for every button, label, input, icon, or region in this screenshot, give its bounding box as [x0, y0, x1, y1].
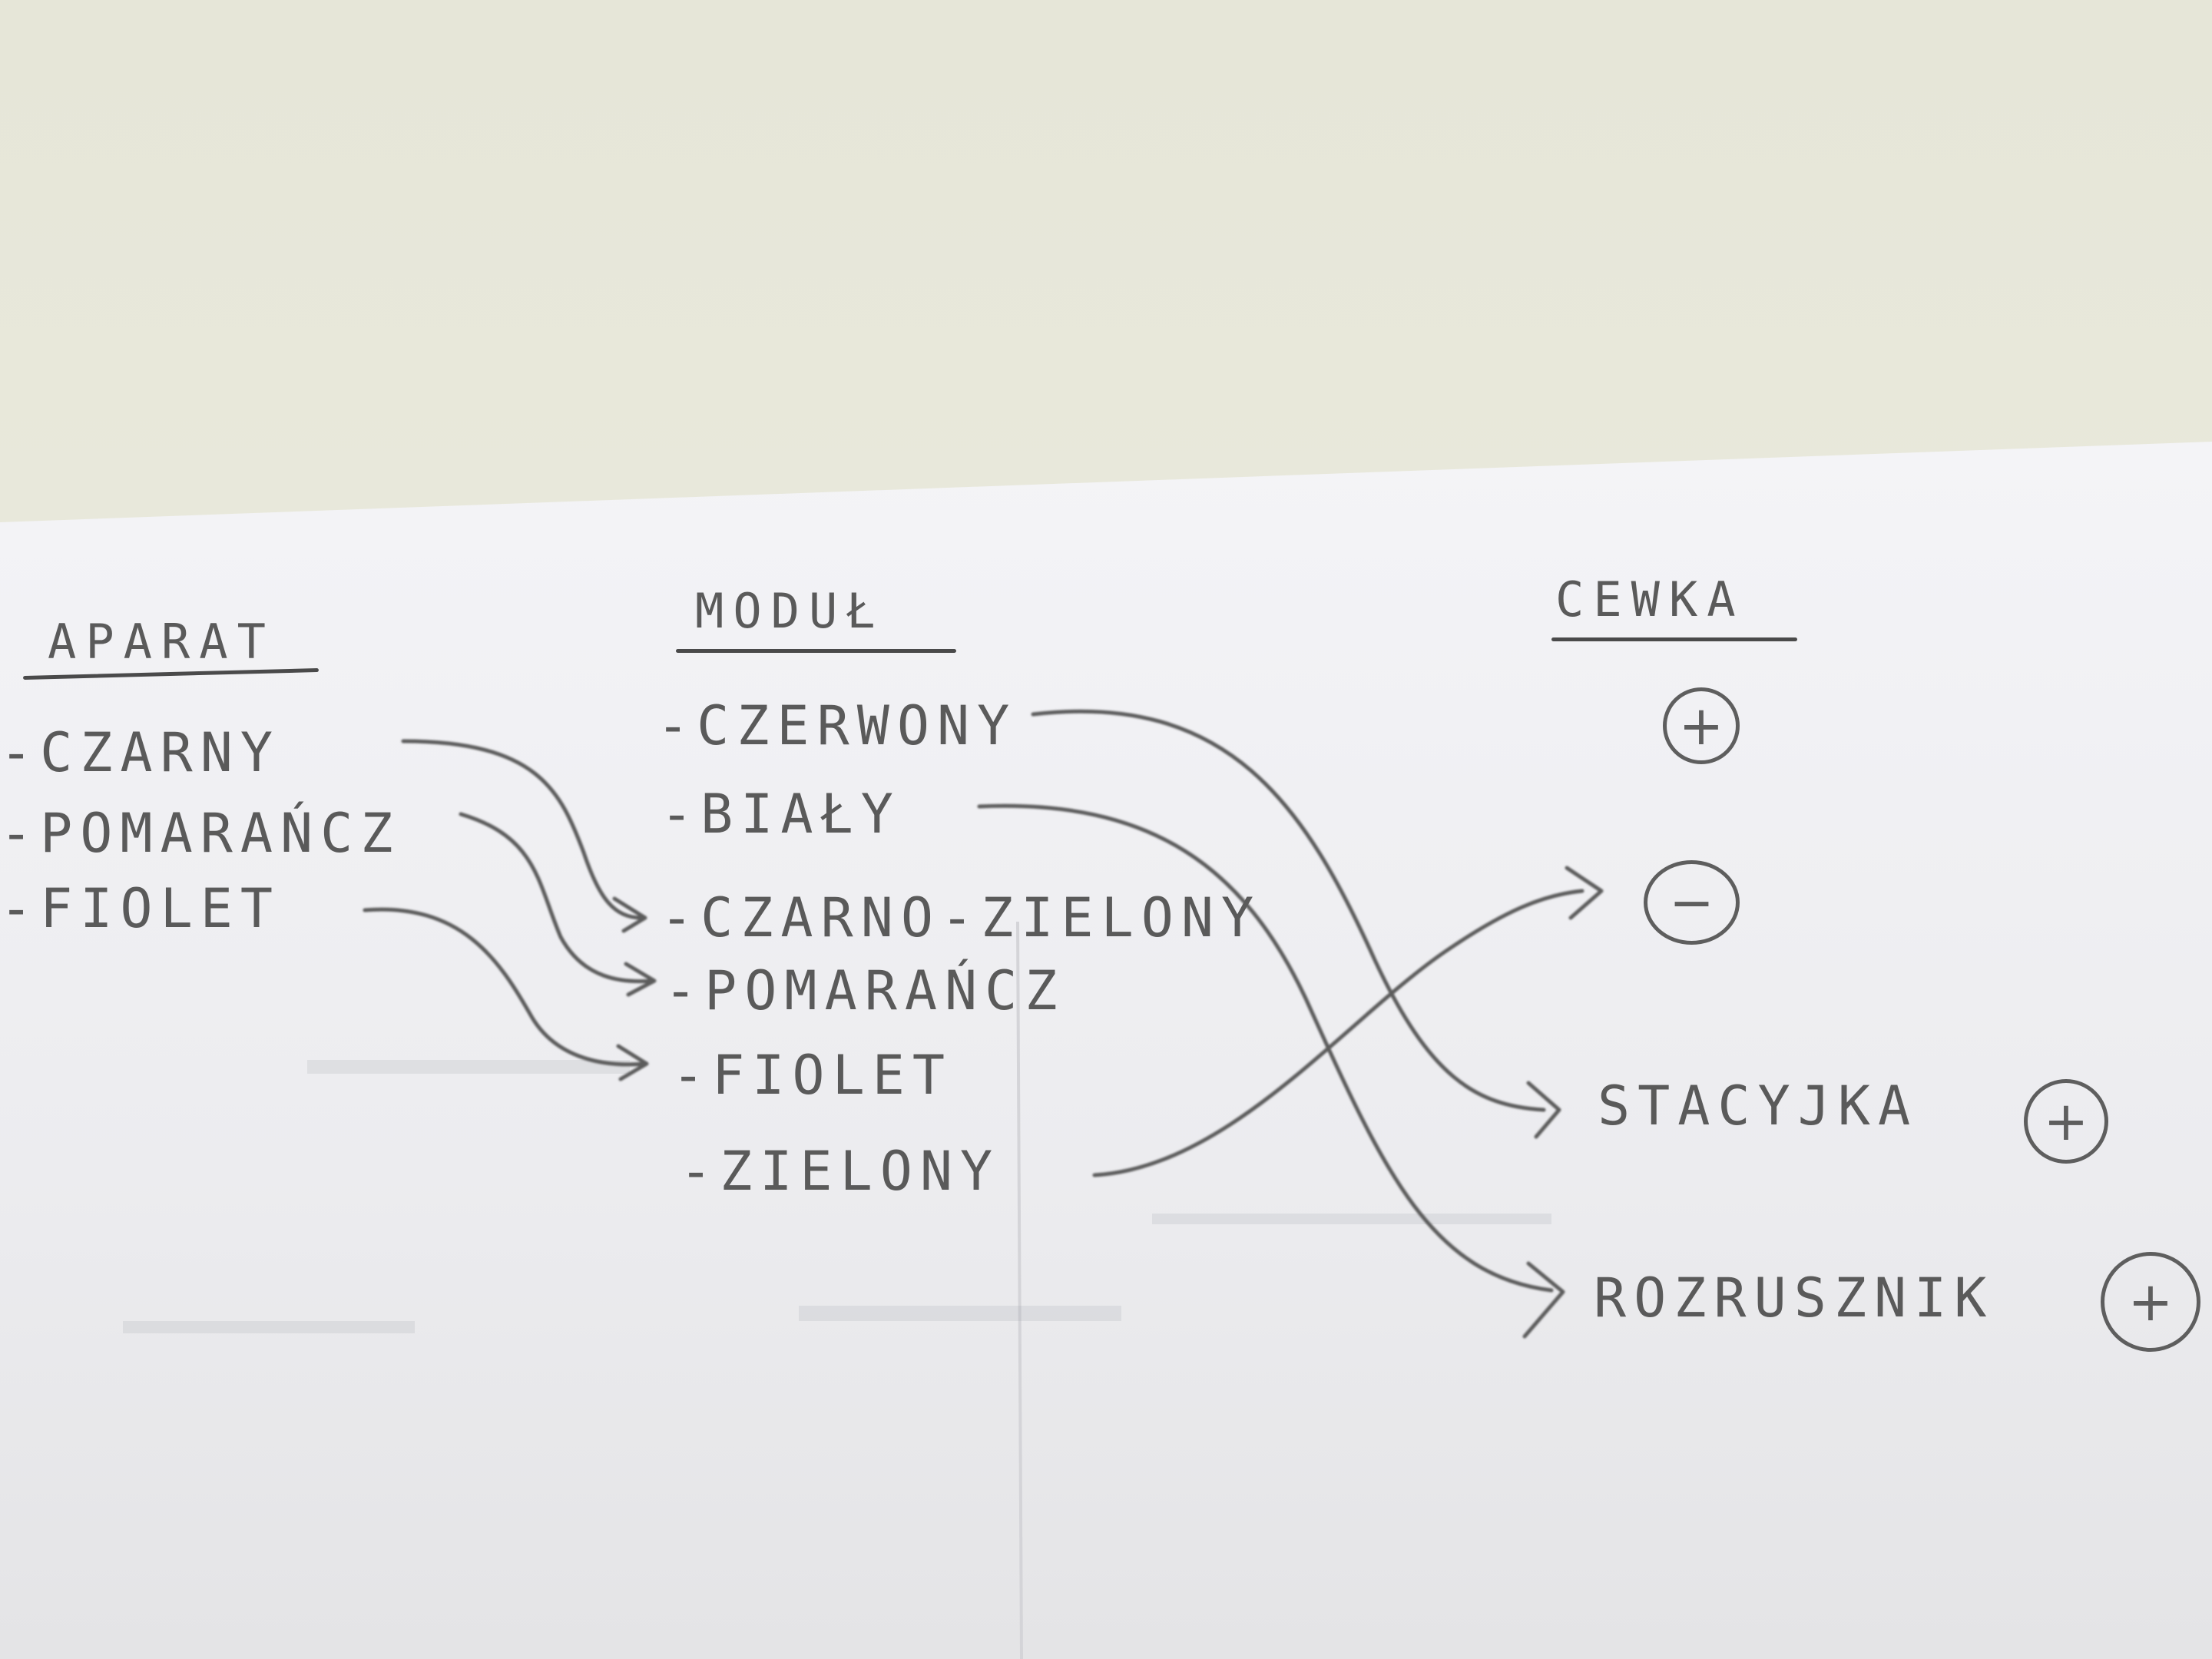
arrowhead-pomarancz — [624, 962, 657, 997]
cewka-title: CEWKA — [1555, 571, 1745, 628]
modul-item-fiolet: -FIOLET — [672, 1044, 953, 1107]
arrows — [363, 709, 1604, 1339]
modul-item-pomarancz: -POMARAŃCZ — [664, 959, 1065, 1022]
rozrusznik-plus-sign: + — [2101, 1252, 2200, 1352]
arrow-zielony — [1092, 889, 1584, 1177]
aparat-title: APARAT — [48, 614, 275, 670]
aparat-item-pomarancz: -POMARAŃCZ — [0, 802, 401, 865]
arrow-czerwony — [1031, 709, 1546, 1112]
cewka-underline — [1551, 637, 1797, 641]
modul-item-zielony: -ZIELONY — [680, 1140, 1001, 1203]
paper-fold — [1016, 921, 1023, 1659]
modul-item-bialy: -BIAŁY — [661, 783, 901, 846]
cewka-output-rozrusznik: ROZRUSZNIK — [1594, 1267, 1995, 1330]
arrowhead-zielony — [1565, 866, 1604, 920]
stacyjka-plus-sign: + — [2024, 1079, 2108, 1164]
arrowhead-fiolet — [616, 1044, 649, 1081]
cewka-plus-terminal: + — [1663, 687, 1740, 764]
arrow-pomarancz — [459, 812, 655, 984]
arrow-bialy — [977, 803, 1554, 1293]
paper-sheet — [0, 442, 2212, 1659]
bleed-through — [123, 1060, 1551, 1333]
cewka-output-stacyjka: STACYJKA — [1598, 1075, 1919, 1137]
arrowhead-czarny — [612, 896, 647, 933]
arrowhead-czerwony — [1526, 1081, 1561, 1139]
modul-underline — [676, 649, 956, 653]
modul-item-czerwony: -CZERWONY — [657, 694, 1018, 757]
arrow-fiolet — [363, 907, 647, 1067]
arrowhead-bialy — [1522, 1261, 1565, 1339]
cewka-minus-terminal: − — [1644, 860, 1740, 945]
modul-title: MODUŁ — [695, 583, 885, 639]
modul-item-czarno-zielony: -CZARNO-ZIELONY — [661, 886, 1262, 949]
arrow-czarny — [401, 739, 644, 920]
aparat-item-fiolet: -FIOLET — [0, 877, 281, 940]
aparat-item-czarny: -CZARNY — [0, 721, 281, 784]
